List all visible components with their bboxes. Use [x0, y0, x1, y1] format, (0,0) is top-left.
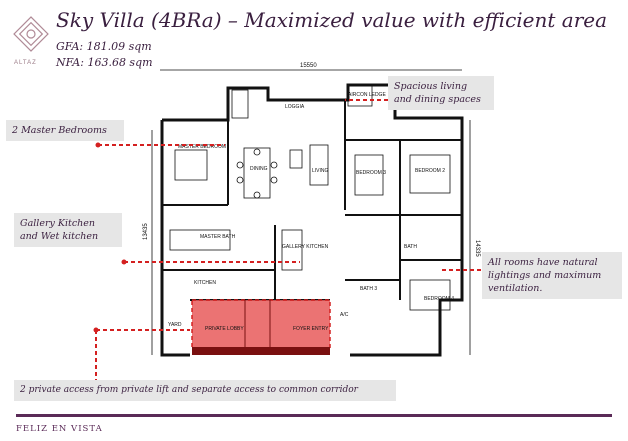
private-lobby-wall	[192, 347, 330, 355]
width-dimension: 15550	[300, 63, 317, 69]
callout-living: Spacious living and dining spaces	[388, 76, 494, 110]
room-dining: DINING	[250, 166, 268, 172]
room-master-bedroom: MASTER BEDROOM	[178, 144, 226, 150]
room-bedroom3: BEDROOM 3	[356, 170, 386, 176]
callout-kitchen: Gallery Kitchen and Wet kitchen	[14, 213, 122, 247]
room-kitchen: KITCHEN	[194, 280, 216, 286]
nfa-label: NFA: 163.68 sqm	[56, 56, 153, 69]
page-title: Sky Villa (4BRa) – Maximized value with …	[56, 8, 608, 32]
room-gallery-kitchen: GALLERY KITCHEN	[282, 244, 329, 250]
footer-brand: FELIZ EN VISTA	[16, 424, 103, 434]
outer-walls	[160, 83, 464, 357]
height-dimension-left: 13435	[143, 223, 149, 240]
room-bedroom4: BEDROOM 4	[424, 296, 454, 302]
altaz-logo	[13, 16, 49, 52]
room-bath: BATH	[404, 244, 417, 250]
footer-bar	[16, 414, 612, 417]
room-bedroom2: BEDROOM 2	[415, 168, 445, 174]
gfa-label: GFA: 181.09 sqm	[56, 40, 152, 53]
height-dimension-right: 14335	[474, 240, 480, 257]
callout-access: 2 private access from private lift and s…	[14, 380, 396, 401]
room-private-lobby: PRIVATE LOBBY	[205, 326, 244, 332]
room-bath3: BATH 3	[360, 286, 377, 292]
room-aircon-ledge: AIRCON LEDGE	[348, 92, 386, 98]
room-yard: YARD	[168, 322, 182, 328]
leader-dots	[93, 142, 127, 333]
room-loggia: LOGGIA	[285, 104, 305, 110]
leader-lines	[95, 99, 488, 386]
callout-rooms: All rooms have natural lightings and max…	[482, 252, 622, 299]
room-ac: A/C	[340, 312, 349, 318]
interior-walls	[162, 100, 462, 301]
room-living: LIVING	[312, 168, 329, 174]
private-lobby-highlight	[191, 299, 331, 351]
callout-master: 2 Master Bedrooms	[6, 120, 124, 141]
room-foyer: FOYER ENTRY	[293, 326, 329, 332]
logo-text: ALTAZ	[14, 60, 37, 66]
room-master-bath: MASTER BATH	[200, 234, 236, 240]
